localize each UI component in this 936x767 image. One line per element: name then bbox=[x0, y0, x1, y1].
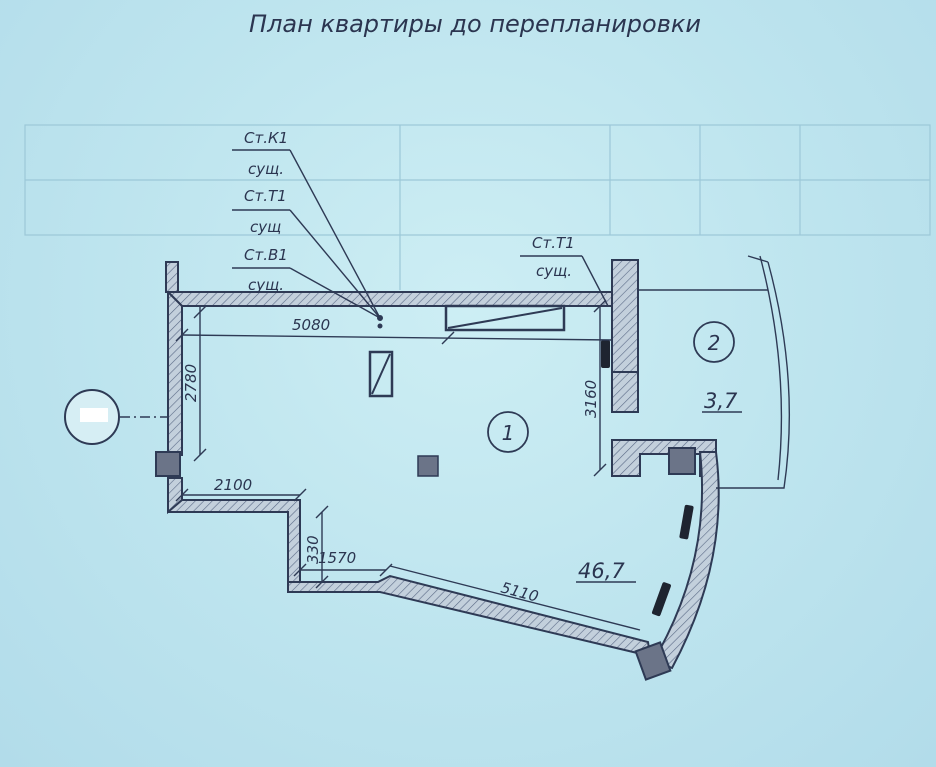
bottom-wall bbox=[287, 574, 652, 658]
background-table-ghost bbox=[24, 124, 931, 290]
columns bbox=[155, 447, 696, 681]
left-wall bbox=[167, 289, 183, 456]
right-partition bbox=[611, 259, 639, 373]
column-center bbox=[417, 455, 439, 477]
walls bbox=[165, 255, 791, 670]
column-left bbox=[155, 451, 181, 477]
riser-t1-label: Ст.Т1 bbox=[244, 187, 287, 205]
column-bottom bbox=[634, 641, 672, 681]
top-wall bbox=[165, 291, 617, 307]
dim-step-width: 1570 bbox=[318, 549, 356, 567]
balcony-outline bbox=[716, 261, 791, 489]
riser-t1-status: сущ bbox=[250, 218, 281, 236]
dim-right-wall: 3160 bbox=[582, 380, 600, 418]
curved-facade-wall bbox=[652, 451, 720, 670]
dim-lower-step: 2100 bbox=[214, 476, 252, 494]
riser-k1-status: сущ. bbox=[248, 160, 284, 178]
dim-left-wall: 2780 bbox=[182, 364, 200, 402]
riser-b1-status: сущ. bbox=[248, 276, 284, 294]
left-wall-stub bbox=[165, 261, 179, 293]
room-1-number: 1 bbox=[502, 421, 515, 445]
room-2-marker: 2 bbox=[693, 321, 735, 363]
riser-t1b-label: Ст.Т1 bbox=[532, 234, 575, 252]
riser-leaders bbox=[232, 149, 609, 329]
plan-title: План квартиры до перепланировки bbox=[249, 10, 701, 38]
room-2-area: 3,7 bbox=[704, 389, 738, 413]
riser-t1b-status: сущ. bbox=[536, 262, 572, 280]
axis-marker bbox=[64, 389, 168, 445]
axis-label-redacted bbox=[80, 408, 108, 422]
riser-k1-label: Ст.К1 bbox=[244, 129, 288, 147]
column-right bbox=[668, 447, 696, 475]
dim-top-wall: 5080 bbox=[292, 316, 330, 334]
riser-b1-label: Ст.В1 bbox=[244, 246, 288, 264]
dimension-lines bbox=[175, 299, 641, 631]
dim-step-depth: 330 bbox=[304, 535, 322, 564]
ventilation-duct bbox=[444, 304, 566, 332]
windows bbox=[601, 340, 694, 617]
dim-bottom-wall: 5110 bbox=[499, 578, 541, 605]
right-partition-lower bbox=[611, 371, 639, 413]
shaft bbox=[368, 350, 394, 398]
room-2-number: 2 bbox=[708, 331, 721, 355]
room-1-marker: 1 bbox=[487, 411, 529, 453]
room-1-area: 46,7 bbox=[578, 559, 625, 583]
